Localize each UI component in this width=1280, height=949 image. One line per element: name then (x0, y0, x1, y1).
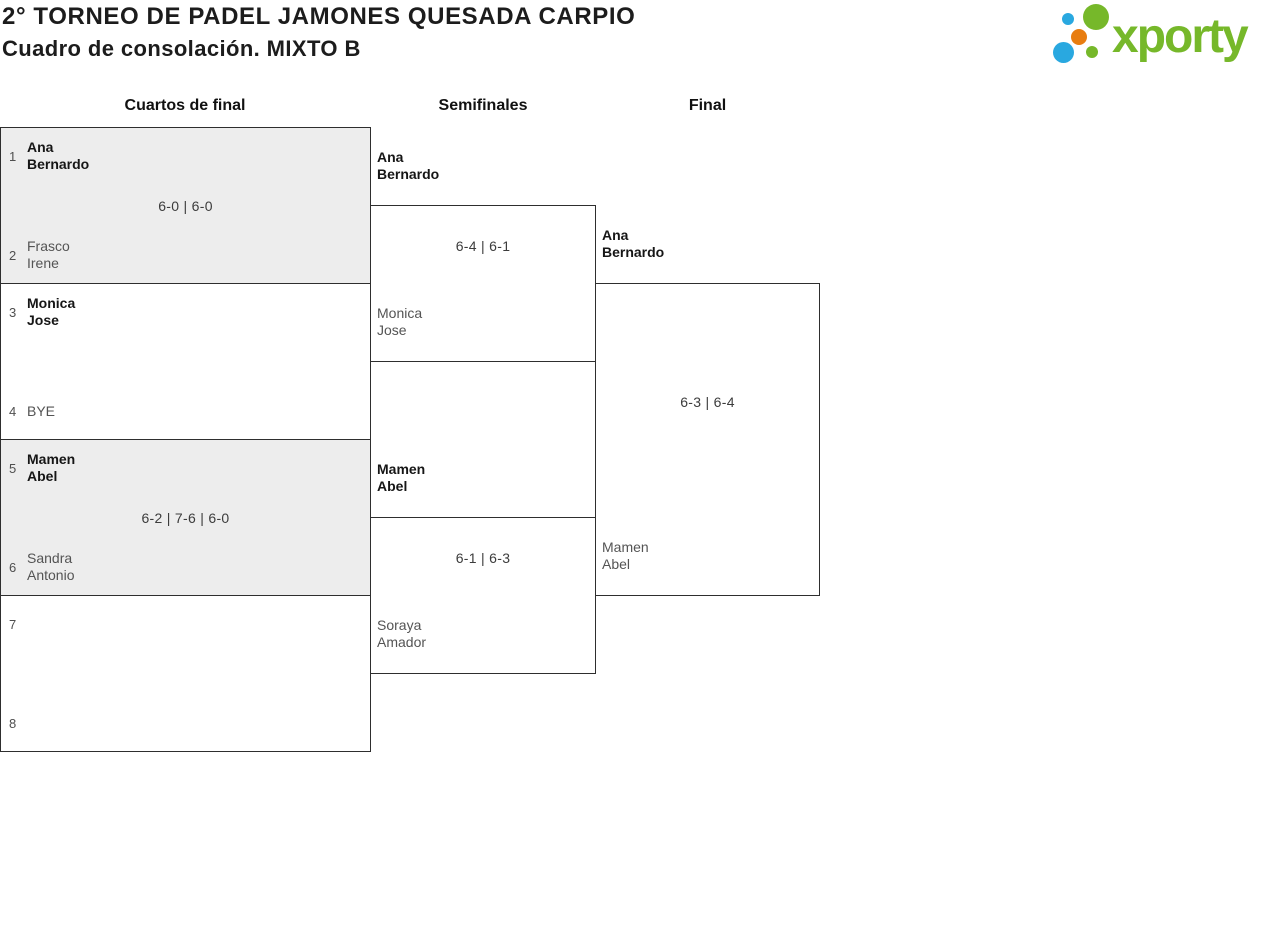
match-qf-1: 1 Ana Bernardo 6-0 | 6-0 2 Frasco Irene (0, 127, 371, 284)
player-name: Bernardo (27, 156, 90, 172)
player-name: Antonio (27, 567, 75, 583)
seed-number: 6 (9, 559, 17, 575)
seed-number: 7 (9, 616, 17, 632)
sf1-top-team-label: Ana Bernardo (377, 149, 439, 183)
participant-slot: 3 Monica Jose (1, 295, 75, 329)
match-score: 6-3 | 6-4 (680, 394, 735, 410)
match-qf-2: 3 Monica Jose 4 BYE (0, 283, 371, 440)
match-qf-3: 5 Mamen Abel 6-2 | 7-6 | 6-0 6 Sandra An… (0, 439, 371, 596)
player-name: Irene (27, 255, 59, 271)
player-name: Monica (377, 305, 423, 321)
player-name: Jose (27, 312, 59, 328)
team-names: Sandra Antonio (27, 550, 74, 584)
player-name: Monica (27, 295, 76, 311)
logo-dot-green-small-icon (1086, 46, 1098, 58)
player-name: Abel (602, 556, 631, 572)
participant-slot: 8 (1, 706, 27, 740)
match-score: 6-1 | 6-3 (455, 550, 511, 566)
seed-number: 3 (9, 304, 17, 320)
round-header-final: Final (688, 97, 727, 114)
page-title: 2° TORNEO DE PADEL JAMONES QUESADA CARPI… (2, 3, 636, 30)
seed-number: 2 (9, 247, 17, 263)
seed-number: 5 (9, 460, 17, 476)
final-top-team-label: Ana Bernardo (602, 227, 664, 261)
seed-number: 1 (9, 148, 17, 164)
player-name: Abel (27, 468, 58, 484)
participant-slot: 6 Sandra Antonio (1, 550, 74, 584)
team-names: Monica Jose (27, 295, 75, 329)
match-qf-4: 7 8 (0, 595, 371, 752)
participant-slot: 4 BYE (1, 394, 55, 428)
player-name: BYE (27, 402, 56, 419)
match-sf-1: 6-4 | 6-1 (370, 205, 596, 362)
participant-slot: 7 (1, 607, 27, 641)
participant-slot: 1 Ana Bernardo (1, 139, 89, 173)
round-header-cuartos: Cuartos de final (124, 97, 246, 114)
team-names: BYE (27, 394, 55, 428)
player-name: Mamen (602, 539, 649, 555)
participant-slot: 2 Frasco Irene (1, 238, 70, 272)
sf2-top-team-label: Mamen Abel (377, 461, 425, 495)
round-header-semifinales: Semifinales (438, 97, 528, 114)
xporty-logo: xporty (1045, 0, 1280, 80)
logo-dot-blue-large-icon (1053, 42, 1074, 63)
final-bottom-team-label: Mamen Abel (602, 539, 649, 573)
player-name: Amador (377, 634, 427, 650)
player-name: Bernardo (377, 166, 440, 182)
seed-number: 4 (9, 403, 17, 419)
logo-dot-green-large-icon (1083, 4, 1109, 30)
logo-dot-blue-small-icon (1062, 13, 1074, 25)
team-names: Frasco Irene (27, 238, 70, 272)
participant-slot: 5 Mamen Abel (1, 451, 75, 485)
xporty-wordmark: xporty (1112, 10, 1249, 63)
player-name: Soraya (377, 617, 422, 633)
player-name: Sandra (27, 550, 73, 566)
player-name: Mamen (377, 461, 426, 477)
team-names: Ana Bernardo (27, 139, 89, 173)
match-sf-2: 6-1 | 6-3 (370, 517, 596, 674)
player-name: Ana (602, 227, 629, 243)
sf2-bottom-team-label: Soraya Amador (377, 617, 426, 651)
logo-dot-orange-icon (1071, 29, 1087, 45)
player-name: Bernardo (602, 244, 665, 260)
player-name: Ana (377, 149, 404, 165)
team-names: Mamen Abel (27, 451, 75, 485)
match-final: 6-3 | 6-4 (595, 283, 820, 596)
player-name: Frasco (27, 238, 70, 254)
player-name: Abel (377, 478, 408, 494)
player-name: Ana (27, 139, 54, 155)
player-name: Jose (377, 322, 407, 338)
page-subtitle: Cuadro de consolación. MIXTO B (2, 36, 361, 61)
match-score: 6-4 | 6-1 (455, 238, 511, 254)
sf1-bottom-team-label: Monica Jose (377, 305, 422, 339)
match-score: 6-0 | 6-0 (158, 197, 213, 214)
match-score: 6-2 | 7-6 | 6-0 (141, 509, 230, 526)
player-name: Mamen (27, 451, 76, 467)
seed-number: 8 (9, 715, 17, 731)
